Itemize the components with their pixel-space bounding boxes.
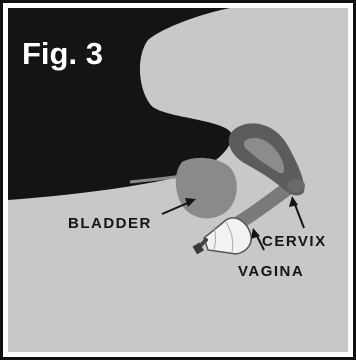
cervix-shape — [287, 179, 305, 193]
figure-title: Fig. 3 — [22, 36, 103, 71]
bladder-label: BLADDER — [68, 215, 152, 232]
cervix-label: CERVIX — [262, 233, 327, 250]
vagina-label: VAGINA — [238, 263, 304, 280]
